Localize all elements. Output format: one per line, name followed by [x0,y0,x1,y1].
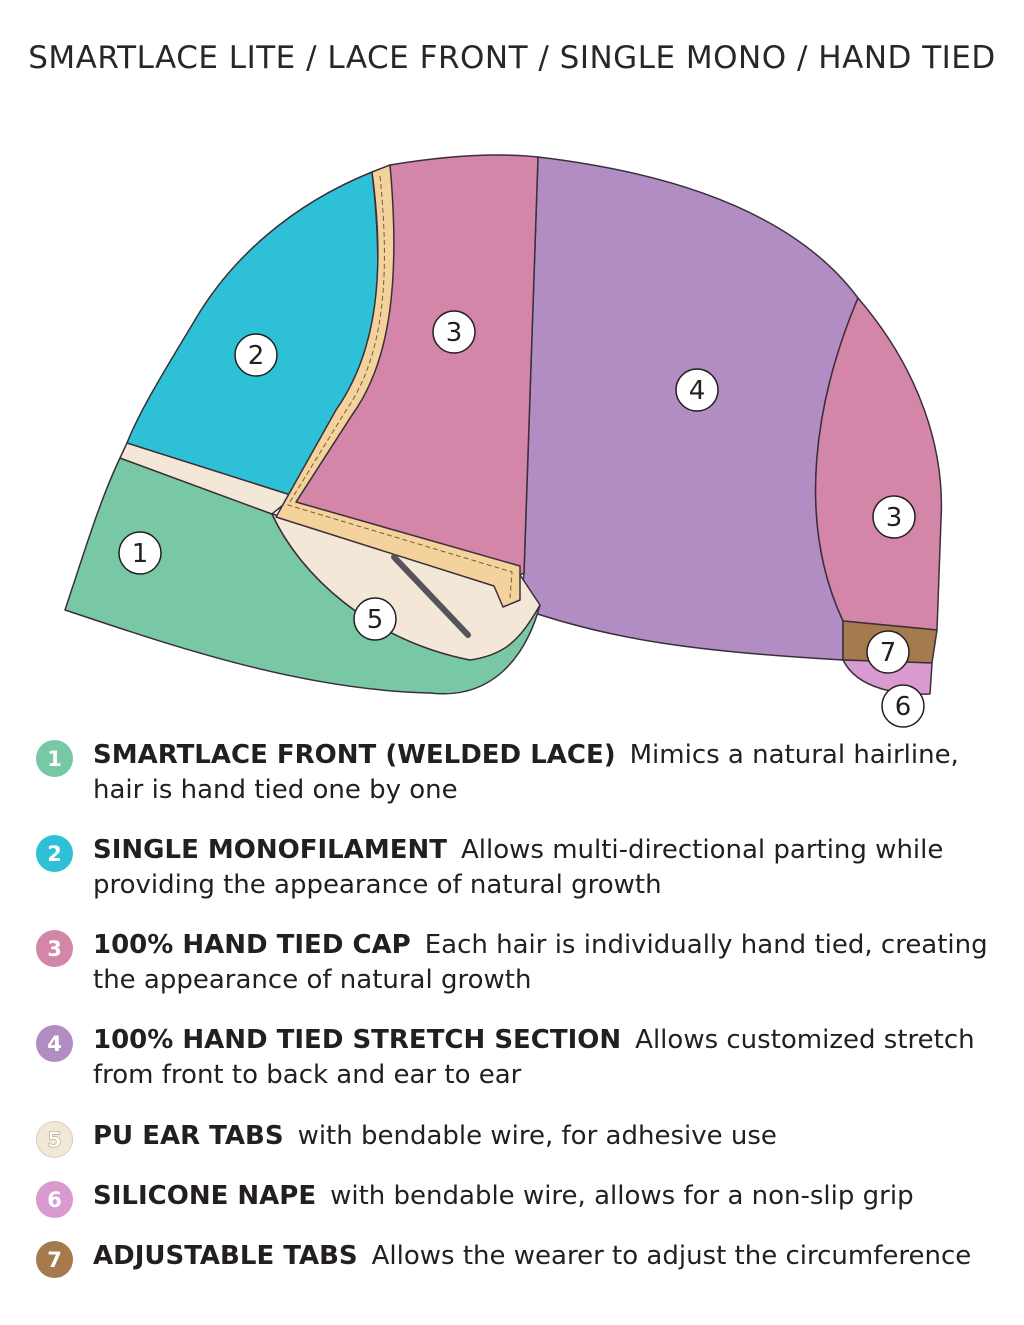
legend-label: SMARTLACE FRONT (WELDED LACE) [93,740,616,770]
legend-text: with bendable wire, allows for a non-sli… [330,1181,914,1211]
legend-text: Mimics a natural hairline, hair is hand … [93,740,959,805]
marker-number: 2 [248,341,265,371]
legend-badge: 1 [36,740,73,777]
marker-number: 4 [689,376,706,406]
region-marker-3: 3 [432,310,476,354]
marker-circle [881,684,925,728]
legend-badge: 4 [36,1025,73,1062]
marker-circle [675,368,719,412]
legend-label: ADJUSTABLE TABS [93,1241,358,1271]
legend-badge: 2 [36,835,73,872]
legend-text: Each hair is individually hand tied, cre… [93,930,988,995]
legend-description: PU EAR TABS with bendable wire, for adhes… [93,1119,993,1154]
region-marker-3: 3 [872,495,916,539]
marker-circle [353,597,397,641]
bendable-wire [391,554,471,638]
legend-description: ADJUSTABLE TABS Allows the wearer to adju… [93,1239,993,1274]
marker-circle [872,495,916,539]
legend-label: SILICONE NAPE [93,1181,317,1211]
legend-badge: 6 [36,1181,73,1218]
region-pu-ear-tab [271,513,541,661]
legend-badge: 5 [36,1121,73,1158]
marker-circle [432,310,476,354]
marker-number: 3 [446,318,463,348]
region-marker-7: 7 [866,630,910,674]
legend-description: SILICONE NAPE with bendable wire, allows … [93,1179,993,1214]
legend-text: Allows the wearer to adjust the circumfe… [371,1241,972,1271]
marker-number: 7 [880,638,897,668]
region-marker-1: 1 [118,531,162,575]
legend-label: SINGLE MONOFILAMENT [93,835,447,865]
legend-text: Allows customized stretch from front to … [93,1025,975,1090]
marker-circle [866,630,910,674]
marker-number: 5 [367,605,384,635]
band-stitching [287,175,513,599]
marker-number: 3 [886,503,903,533]
region-marker-4: 4 [675,368,719,412]
marker-circle [234,333,278,377]
region-marker-6: 6 [881,684,925,728]
legend-label: PU EAR TABS [93,1121,284,1151]
legend-badge: 7 [36,1241,73,1278]
legend-label: 100% HAND TIED STRETCH SECTION [93,1025,622,1055]
legend-description: SMARTLACE FRONT (WELDED LACE)Mimics a na… [93,738,993,808]
marker-circle [118,531,162,575]
marker-number: 6 [895,692,912,722]
region-marker-2: 2 [234,333,278,377]
region-welded-band [275,164,521,608]
legend-badge: 3 [36,930,73,967]
legend-label: 100% HAND TIED CAP [93,930,411,960]
page-title: SMARTLACE LITE / LACE FRONT / SINGLE MON… [28,40,996,76]
legend-text: Allows multi-directional parting while p… [93,835,944,900]
legend-text: with bendable wire, for adhesive use [297,1121,777,1151]
region-marker-5: 5 [353,597,397,641]
marker-number: 1 [132,539,149,569]
wig-cap-diagram: 1 2 3 4 3 5 7 6 [64,154,943,728]
